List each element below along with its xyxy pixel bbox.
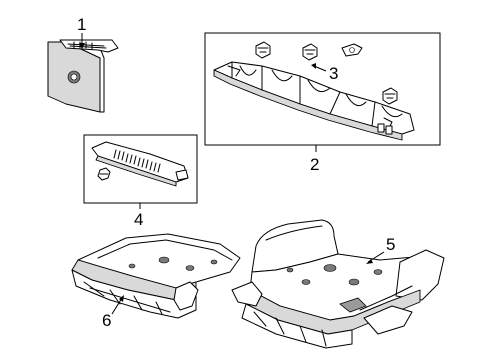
part-4-trim-cover	[91, 141, 189, 187]
part-2-molding	[213, 61, 415, 141]
arrow-6	[119, 295, 124, 302]
part-1-side-panel	[47, 39, 119, 113]
callout-4: 4	[134, 210, 143, 229]
leader-6	[111, 297, 123, 315]
callout-2: 2	[310, 155, 319, 174]
part-3-clips	[255, 41, 398, 105]
callout-2-frame	[204, 32, 441, 146]
arrow-3	[311, 63, 316, 69]
arrow-5	[366, 259, 373, 264]
arrow-1	[79, 43, 85, 49]
callout-6: 6	[102, 311, 111, 330]
callout-5: 5	[386, 235, 395, 254]
part-5-floor-pan	[231, 219, 445, 349]
callout-3: 3	[329, 64, 338, 83]
part-6-floor-panel	[71, 233, 241, 319]
callout-1: 1	[77, 15, 86, 34]
